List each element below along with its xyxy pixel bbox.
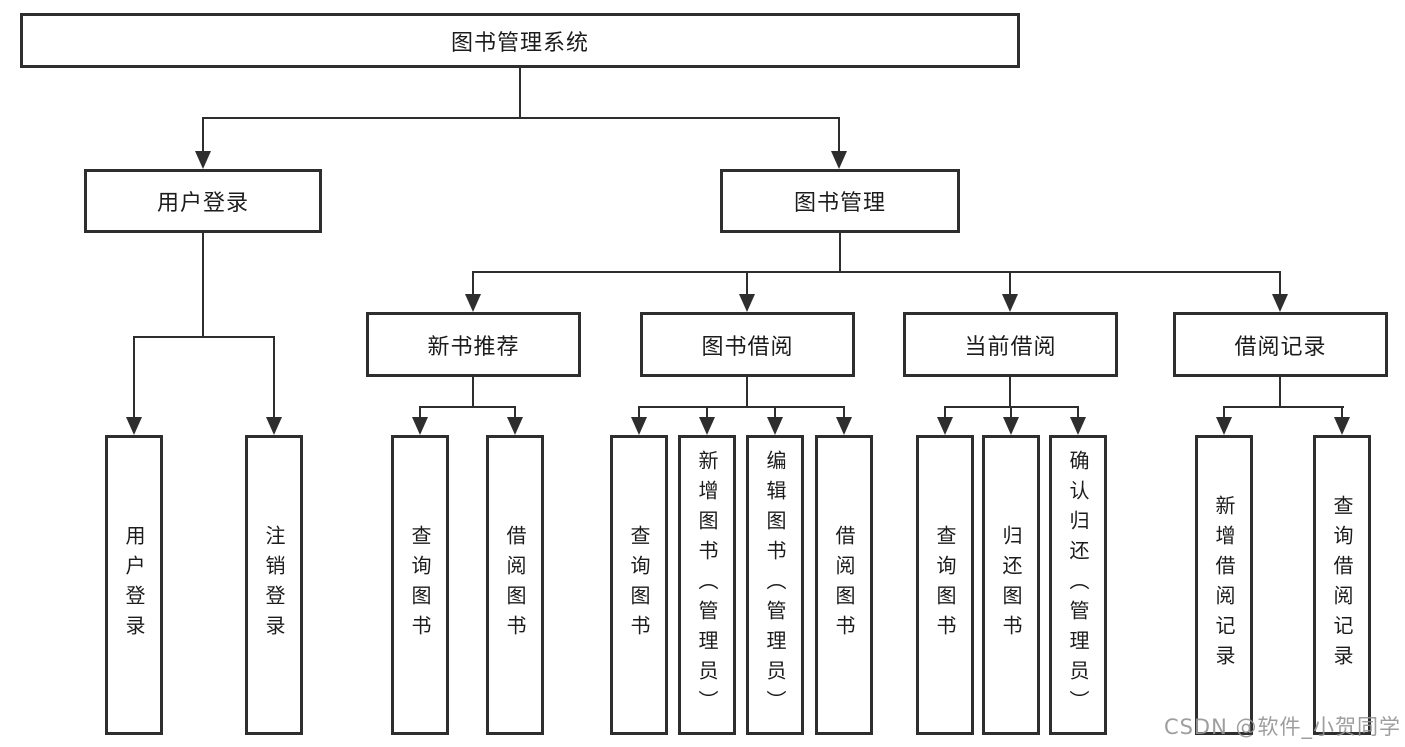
arrow-down-icon	[507, 417, 523, 435]
connector-root-stem	[519, 68, 521, 119]
node-library-management-system: 图书管理系统	[20, 13, 1020, 68]
arrow-down-icon	[1334, 417, 1350, 435]
connector-new-stem	[472, 377, 474, 408]
arrow-down-icon	[126, 417, 142, 435]
connector-new-branch	[419, 406, 516, 408]
connector-drop	[1341, 406, 1343, 419]
connector-drop	[1279, 271, 1281, 296]
node-current-borrowing: 当前借阅	[903, 312, 1118, 377]
node-user-login: 用户登录	[84, 169, 322, 233]
arrow-down-icon	[937, 417, 953, 435]
arrow-down-icon	[195, 151, 211, 169]
connector-drop	[202, 117, 204, 153]
node-leaf-confirm-return-admin: 确认归还（管理员）	[1049, 435, 1107, 735]
node-book-management: 图书管理	[720, 169, 960, 233]
connector-book-branch	[472, 271, 1281, 273]
connector-drop	[514, 406, 516, 419]
node-leaf-query-book-borrow: 查询图书	[610, 435, 668, 735]
connector-drop	[1010, 406, 1012, 419]
connector-drop	[838, 117, 840, 153]
connector-drop	[1077, 406, 1079, 419]
arrow-down-icon	[1002, 294, 1018, 312]
connector-current-stem	[1009, 377, 1011, 408]
connector-drop	[133, 336, 135, 419]
node-leaf-query-book-recommend: 查询图书	[391, 435, 449, 735]
node-leaf-user-login: 用户登录	[105, 435, 163, 735]
connector-drop	[1009, 271, 1011, 296]
node-leaf-add-book-admin: 新增图书（管理员）	[678, 435, 736, 735]
arrow-down-icon	[831, 151, 847, 169]
connector-root-branch	[202, 117, 840, 119]
watermark-text: CSDN @软件_小贺同学	[1163, 715, 1401, 739]
connector-drop	[706, 406, 708, 419]
arrow-down-icon	[767, 417, 783, 435]
node-leaf-edit-book-admin: 编辑图书（管理员）	[746, 435, 804, 735]
node-leaf-logout: 注销登录	[245, 435, 303, 735]
connector-drop	[472, 271, 474, 296]
arrow-down-icon	[1272, 294, 1288, 312]
connector-borrow-branch	[638, 406, 845, 408]
arrow-down-icon	[266, 417, 282, 435]
node-book-borrowing: 图书借阅	[640, 312, 855, 377]
connector-user-stem	[202, 233, 204, 338]
arrow-down-icon	[1003, 417, 1019, 435]
connector-drop	[944, 406, 946, 419]
connector-record-branch	[1223, 406, 1344, 408]
node-new-book-recommend: 新书推荐	[366, 312, 581, 377]
node-leaf-add-borrow-record: 新增借阅记录	[1195, 435, 1253, 735]
arrow-down-icon	[412, 417, 428, 435]
arrow-down-icon	[1070, 417, 1086, 435]
node-leaf-borrow-book-recommend: 借阅图书	[486, 435, 544, 735]
connector-drop	[419, 406, 421, 419]
connector-borrow-stem	[746, 377, 748, 408]
node-borrowing-records: 借阅记录	[1173, 312, 1388, 377]
arrow-down-icon	[1216, 417, 1232, 435]
connector-drop	[1223, 406, 1225, 419]
connector-drop	[843, 406, 845, 419]
arrow-down-icon	[699, 417, 715, 435]
connector-drop	[774, 406, 776, 419]
arrow-down-icon	[739, 294, 755, 312]
node-leaf-query-book-current: 查询图书	[916, 435, 974, 735]
arrow-down-icon	[631, 417, 647, 435]
node-leaf-query-borrow-record: 查询借阅记录	[1313, 435, 1371, 735]
arrow-down-icon	[836, 417, 852, 435]
connector-drop	[638, 406, 640, 419]
arrow-down-icon	[465, 294, 481, 312]
connector-book-stem	[839, 233, 841, 273]
connector-record-stem	[1279, 377, 1281, 408]
connector-drop	[273, 336, 275, 419]
connector-drop	[746, 271, 748, 296]
node-leaf-borrow-book: 借阅图书	[815, 435, 873, 735]
node-leaf-return-book: 归还图书	[982, 435, 1040, 735]
connector-user-branch	[133, 336, 275, 338]
